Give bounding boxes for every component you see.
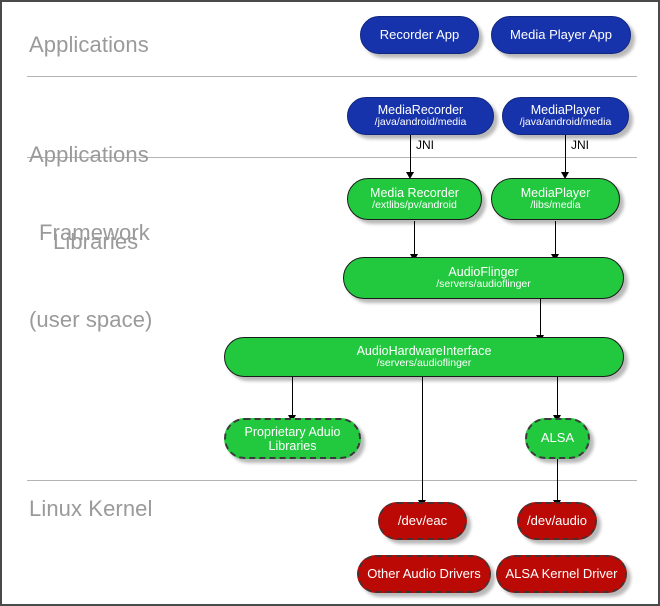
- node-media-player-app[interactable]: Media Player App: [491, 16, 631, 54]
- node-media-recorder-library-title: Media Recorder: [370, 186, 459, 201]
- divider-applications: [27, 76, 637, 77]
- node-alsa[interactable]: ALSA: [525, 418, 590, 459]
- node-audiohardwareinterface[interactable]: AudioHardwareInterface /servers/audiofli…: [224, 337, 624, 377]
- connector-mediaplayer-jni: [565, 135, 566, 174]
- node-proprietary-audio-libraries-line2: Libraries: [268, 438, 317, 453]
- layer-label-libraries-line1: Libraries: [53, 229, 139, 254]
- node-mediaplayer-framework-title: MediaPlayer: [530, 103, 601, 118]
- node-media-recorder-library[interactable]: Media Recorder /extlibs/pv/android: [347, 178, 482, 220]
- node-audioflinger-path: /servers/audioflinger: [436, 278, 531, 291]
- node-proprietary-audio-libraries-line1: Proprietary Aduio: [244, 424, 341, 439]
- node-other-audio-drivers[interactable]: Other Audio Drivers: [357, 555, 491, 593]
- node-media-recorder-library-path: /extlibs/pv/android: [372, 199, 457, 212]
- node-mediarecorder-framework[interactable]: MediaRecorder /java/android/media: [347, 97, 494, 135]
- divider-framework: [27, 157, 637, 158]
- node-audioflinger[interactable]: AudioFlinger /servers/audioflinger: [343, 257, 624, 299]
- layer-label-applications: Applications: [29, 32, 149, 57]
- edge-label-jni-left: JNI: [416, 138, 434, 152]
- connector-ahi-deveac: [422, 377, 423, 502]
- layer-label-framework-line2: Framework: [39, 220, 150, 245]
- node-alsa-kernel-driver[interactable]: ALSA Kernel Driver: [496, 555, 627, 593]
- node-mediaplayer-library-title: MediaPlayer: [520, 186, 591, 201]
- node-dev-audio[interactable]: /dev/audio: [517, 502, 597, 540]
- layer-label-framework-line1: Applications: [29, 142, 149, 167]
- connector-mediaplayerlib-audioflinger: [555, 221, 556, 256]
- node-other-audio-drivers-title: Other Audio Drivers: [367, 565, 481, 581]
- connector-audioflinger-audiohardwareinterface: [540, 299, 541, 337]
- node-recorder-app[interactable]: Recorder App: [360, 16, 479, 54]
- connector-ahi-proprietary: [292, 377, 293, 417]
- node-dev-eac-title: /dev/eac: [397, 512, 448, 528]
- node-mediaplayer-library[interactable]: MediaPlayer /libs/media: [491, 178, 620, 220]
- connector-alsa-devaudio: [557, 459, 558, 502]
- node-audioflinger-title: AudioFlinger: [448, 265, 519, 280]
- node-recorder-app-title: Recorder App: [379, 26, 460, 42]
- connector-mediarecorder-jni: [410, 135, 411, 174]
- divider-libraries: [27, 480, 637, 481]
- node-mediaplayer-framework-path: /java/android/media: [519, 116, 612, 129]
- node-audiohardwareinterface-path: /servers/audioflinger: [376, 357, 472, 370]
- node-alsa-title: ALSA: [540, 430, 575, 446]
- node-alsa-kernel-driver-title: ALSA Kernel Driver: [505, 565, 618, 581]
- layer-label-libraries-line2: (user space): [29, 307, 153, 332]
- edge-label-jni-right: JNI: [571, 138, 589, 152]
- node-mediaplayer-framework[interactable]: MediaPlayer /java/android/media: [502, 97, 629, 135]
- connector-mediarecorderlib-audioflinger: [414, 221, 415, 256]
- connector-ahi-alsa: [557, 377, 558, 417]
- node-dev-eac[interactable]: /dev/eac: [378, 502, 467, 540]
- arrowhead-mediaplayer-jni: [561, 172, 569, 179]
- arrowhead-mediarecorder-jni: [406, 172, 414, 179]
- node-audiohardwareinterface-title: AudioHardwareInterface: [356, 344, 492, 359]
- node-mediarecorder-framework-title: MediaRecorder: [377, 103, 464, 118]
- node-mediaplayer-library-path: /libs/media: [530, 199, 581, 212]
- node-proprietary-audio-libraries[interactable]: Proprietary Aduio Libraries: [224, 418, 361, 459]
- node-media-player-app-title: Media Player App: [510, 26, 612, 42]
- layer-label-linux-kernel: Linux Kernel: [29, 496, 153, 521]
- node-mediarecorder-framework-path: /java/android/media: [374, 116, 467, 129]
- layer-label-applications-framework: Applications Framework: [29, 90, 150, 298]
- node-dev-audio-title: /dev/audio: [527, 512, 587, 528]
- layer-label-libraries: Libraries (user space): [29, 177, 152, 385]
